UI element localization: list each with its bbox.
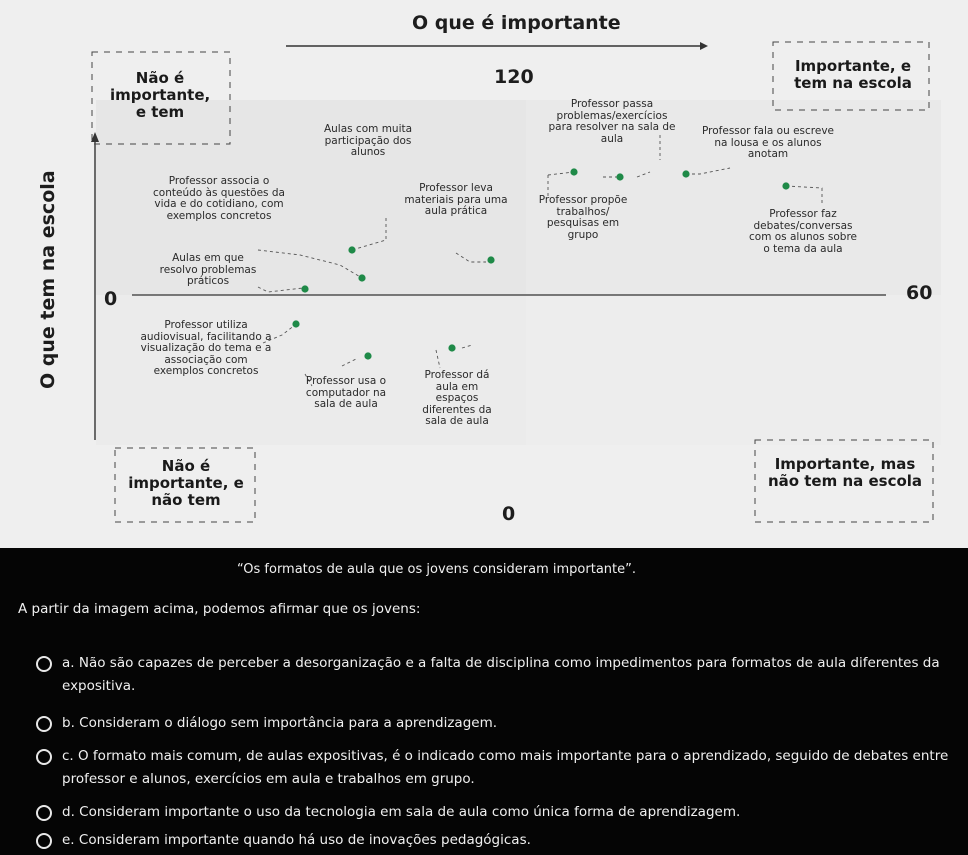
- quadrant-label-bottom-left: Não é importante, e não tem: [128, 457, 244, 509]
- value-right: 60: [906, 282, 933, 304]
- dot-aulas-participacao: [358, 274, 366, 282]
- dot-professor-espacos: [448, 344, 456, 352]
- dot-professor-trabalhos: [616, 173, 624, 181]
- y-arrow-head: [91, 132, 99, 142]
- label-professor-fala-lousa: Professor fala ou escreve na lousa e os …: [702, 125, 834, 160]
- dot-professor-debates: [782, 182, 790, 190]
- option-b[interactable]: b. Consideram o diálogo sem importância …: [36, 712, 961, 735]
- label-professor-associa: Professor associa o conteúdo às questões…: [153, 175, 285, 222]
- label-aulas-resolvo: Aulas em que resolvo problemas práticos: [159, 252, 257, 287]
- leader-11: [262, 324, 296, 344]
- quadrant-top-left-area: [96, 100, 526, 295]
- quadrant-bottom-right-area: [526, 295, 941, 445]
- quadrant-label-top-left: Não é importante, e tem: [110, 69, 211, 121]
- radio-option-e[interactable]: [36, 833, 52, 849]
- label-professor-debates: Professor faz debates/conversas com os a…: [749, 208, 857, 255]
- leader-6: [785, 185, 823, 203]
- label-aulas-participacao: Aulas com muita participação dos alunos: [323, 123, 413, 158]
- option-letter: d.: [62, 804, 75, 820]
- option-letter: e.: [62, 832, 75, 848]
- radio-option-d[interactable]: [36, 805, 52, 821]
- dot-professor-fala-lousa: [682, 170, 690, 178]
- option-text: Consideram importante o uso da tecnologi…: [79, 804, 741, 820]
- top-arrow-head: [700, 42, 708, 50]
- dot-aulas-resolvo: [301, 285, 309, 293]
- figure-caption: “Os formatos de aula que os jovens consi…: [237, 562, 636, 577]
- label-professor-espacos: Professor dá aula em espaços diferentes …: [422, 369, 492, 427]
- leader-14: [304, 373, 313, 387]
- leader-13: [461, 344, 473, 349]
- dot-professor-associa: [348, 246, 356, 254]
- label-professor-audiovisual: Professor utiliza audiovisual, facilitan…: [140, 319, 272, 377]
- option-a[interactable]: a. Não são capazes de perceber a desorga…: [36, 652, 961, 698]
- dot-professor-problemas: [570, 168, 578, 176]
- leader-7: [351, 218, 387, 251]
- option-c[interactable]: c. O formato mais comum, de aulas exposi…: [36, 745, 961, 791]
- dot-professor-materiais: [487, 256, 495, 264]
- radio-option-a[interactable]: [36, 656, 52, 672]
- quadrant-box-top-left: [91, 51, 231, 145]
- option-letter: a.: [62, 655, 75, 671]
- figure-title: O que é importante: [412, 12, 621, 34]
- label-professor-materiais: Professor leva materiais para uma aula p…: [404, 182, 508, 217]
- label-professor-computador: Professor usa o computador na sala de au…: [305, 375, 387, 410]
- option-letter: c.: [62, 748, 74, 764]
- label-professor-problemas: Professor passa problemas/exercícios par…: [548, 98, 676, 145]
- leader-4: [636, 171, 651, 178]
- leader-12: [341, 357, 359, 367]
- quadrant-box-bottom-right: [754, 439, 934, 523]
- question-text: A partir da imagem acima, podemos afirma…: [18, 601, 421, 617]
- leader-1: [547, 171, 575, 176]
- option-letter: b.: [62, 715, 75, 731]
- leader-5: [686, 167, 731, 175]
- radio-option-c[interactable]: [36, 749, 52, 765]
- quadrant-top-right-area: [526, 100, 941, 295]
- option-text: Consideram o diálogo sem importância par…: [79, 715, 498, 731]
- option-text: Não são capazes de perceber a desorganiz…: [62, 655, 940, 694]
- leader-8: [257, 249, 363, 279]
- diagram-figure: O que é importante O que tem na escola 1…: [0, 0, 968, 548]
- option-d[interactable]: d. Consideram importante o uso da tecnol…: [36, 801, 961, 824]
- quadrant-bottom-left-area: [96, 295, 526, 445]
- quadrant-label-top-right: Importante, e tem na escola: [794, 57, 912, 92]
- radio-option-b[interactable]: [36, 716, 52, 732]
- quadrant-label-bottom-right: Importante, mas não tem na escola: [767, 455, 923, 490]
- y-axis-label: O que tem na escola: [37, 170, 59, 389]
- option-text: O formato mais comum, de aulas expositiv…: [62, 748, 949, 787]
- value-left: 0: [104, 288, 118, 310]
- dot-professor-computador: [364, 352, 372, 360]
- value-bottom: 0: [502, 503, 516, 525]
- option-e[interactable]: e. Consideram importante quando há uso d…: [36, 829, 961, 852]
- label-professor-trabalhos: Professor propõe trabalhos/ pesquisas em…: [538, 194, 628, 241]
- diagram-graphics: [91, 41, 941, 523]
- quadrant-box-top-right: [772, 41, 930, 111]
- option-text: Consideram importante quando há uso de i…: [78, 832, 531, 848]
- dot-professor-audiovisual: [292, 320, 300, 328]
- value-top: 120: [494, 66, 534, 88]
